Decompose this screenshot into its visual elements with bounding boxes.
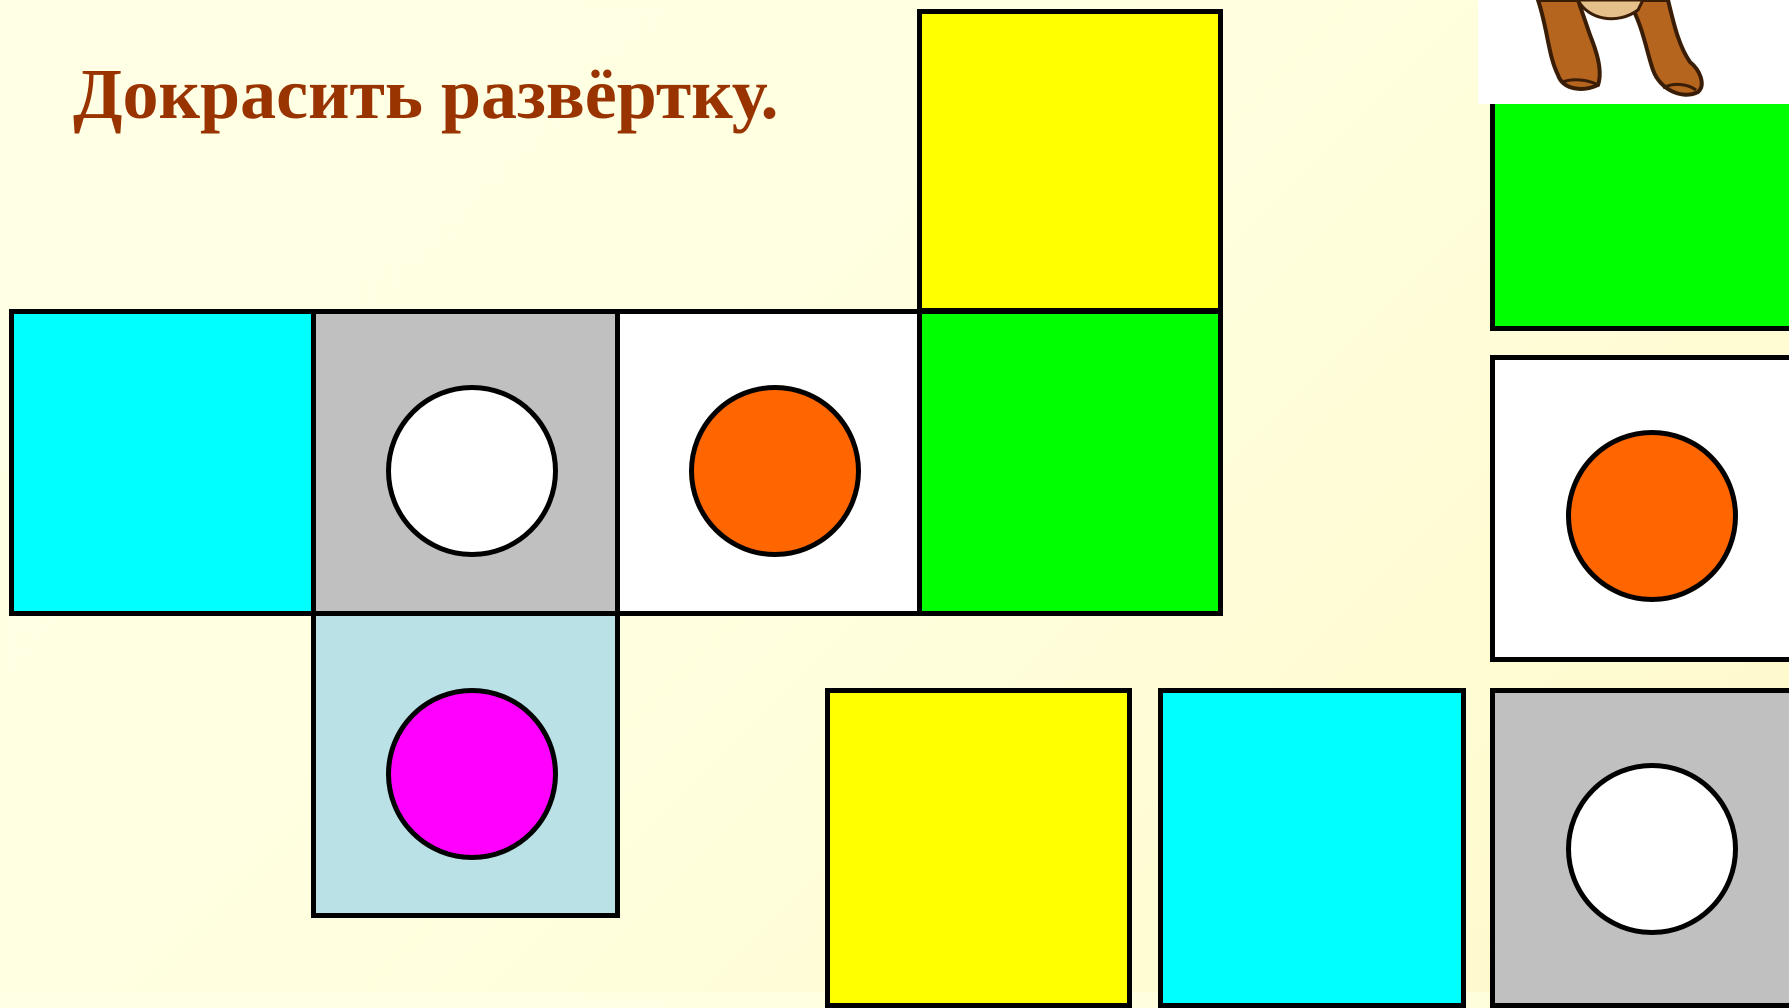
palette-tile-green[interactable] xyxy=(1490,95,1789,331)
white-dot xyxy=(1566,763,1738,935)
orange-dot xyxy=(689,385,861,557)
white-dot xyxy=(386,385,558,557)
net-face-yellow[interactable] xyxy=(917,9,1223,313)
palette-tile-yellow[interactable] xyxy=(825,688,1132,1008)
net-face-green[interactable] xyxy=(917,309,1223,616)
cartoon-mascot-image xyxy=(1478,0,1789,104)
page-title: Докрасить развёртку. xyxy=(73,58,778,130)
palette-tile-cyan[interactable] xyxy=(1158,688,1466,1008)
orange-dot xyxy=(1566,430,1738,602)
magenta-dot xyxy=(386,688,558,860)
net-face-cyan[interactable] xyxy=(9,309,316,616)
